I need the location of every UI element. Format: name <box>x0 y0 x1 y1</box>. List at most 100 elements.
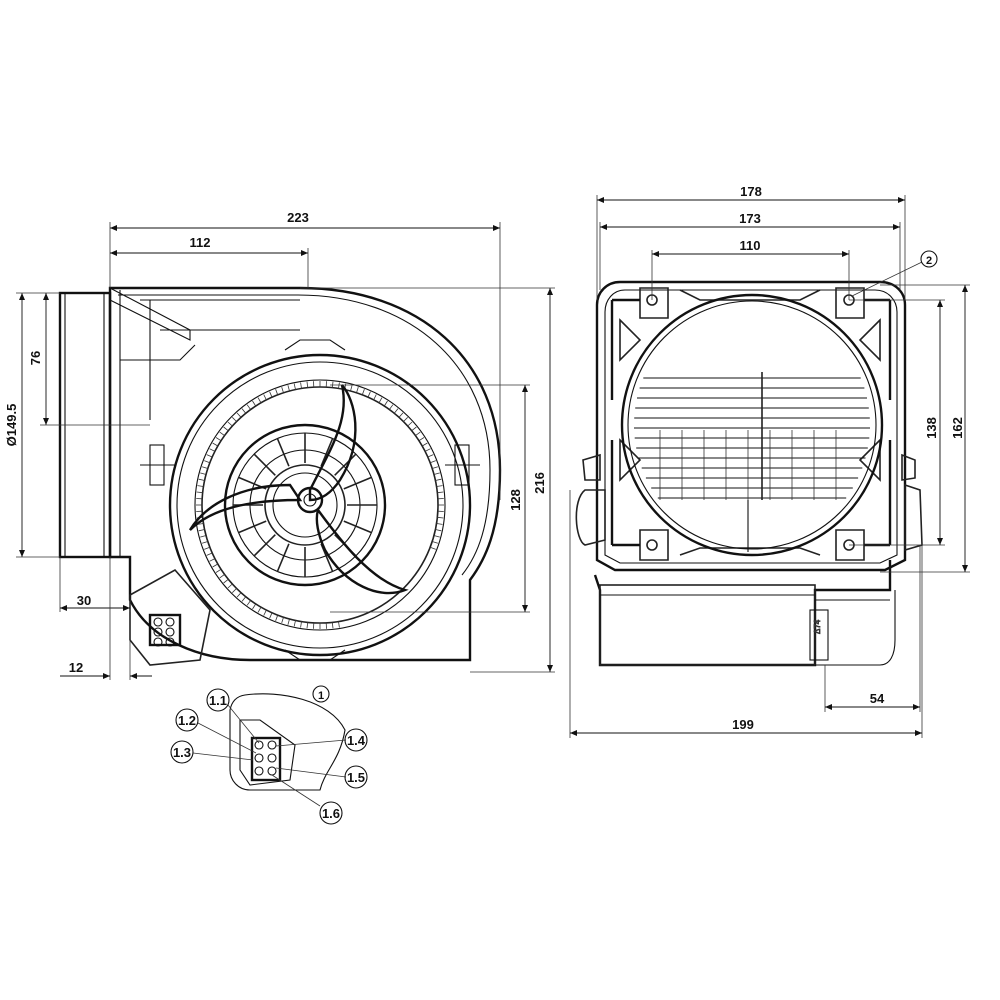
dim-216: 216 <box>532 472 547 494</box>
fan-spoke <box>238 520 267 534</box>
connector-detail: 1.1 1.2 1.3 1.4 1.5 1.6 1 <box>170 685 368 825</box>
tick-mark <box>227 421 233 427</box>
tick-mark <box>257 607 262 613</box>
dim-12: 12 <box>69 660 83 675</box>
tick-mark <box>206 552 213 556</box>
tick-mark <box>269 391 273 398</box>
tick-mark <box>209 558 216 562</box>
fan-spoke <box>276 438 290 467</box>
tick-mark <box>433 472 440 475</box>
tick-mark <box>437 516 444 519</box>
svg-text:Δ74: Δ74 <box>813 619 822 634</box>
tick-mark <box>196 491 203 494</box>
dim-178: 178 <box>740 184 762 199</box>
dim-54: 54 <box>870 691 885 706</box>
tick-mark <box>204 546 210 550</box>
tick-mark <box>350 385 353 392</box>
callout-1-3: 1.3 <box>173 745 191 760</box>
callout-1: 1 <box>318 690 324 702</box>
callout-1-2-bubble <box>175 708 199 732</box>
tick-mark <box>361 389 365 395</box>
tick-mark <box>436 485 443 487</box>
dim-199: 199 <box>732 717 754 732</box>
tick-mark <box>436 523 443 525</box>
tick-mark <box>275 615 279 621</box>
dim-76: 76 <box>28 351 43 365</box>
tick-mark <box>373 394 377 401</box>
dim-128: 128 <box>508 489 523 511</box>
dim-diameter: Ø149.5 <box>4 404 19 447</box>
tick-mark <box>252 603 257 610</box>
callout-1-1-bubble <box>206 688 230 712</box>
callout-2-bubble <box>920 250 938 268</box>
tick-mark <box>227 583 233 589</box>
tick-mark <box>206 454 213 458</box>
callout-1-1: 1.1 <box>209 693 227 708</box>
fan-spoke <box>334 453 357 476</box>
tick-mark <box>263 609 267 616</box>
tick-mark <box>435 529 442 532</box>
callout-1-2: 1.2 <box>178 713 196 728</box>
tick-mark <box>422 442 428 447</box>
tick-mark <box>432 541 439 544</box>
tick-mark <box>200 535 207 538</box>
callout-1-6: 1.6 <box>322 806 340 821</box>
tick-mark <box>411 426 417 432</box>
tick-mark <box>198 529 205 532</box>
tick-mark <box>331 622 334 629</box>
callout-1-3-bubble <box>170 740 194 764</box>
tick-mark <box>223 578 229 584</box>
dim-223: 223 <box>287 210 309 225</box>
tick-mark <box>232 588 237 593</box>
tick-mark <box>306 622 309 629</box>
tick-mark <box>293 620 296 627</box>
tick-mark <box>281 386 284 393</box>
tick-mark <box>435 478 442 481</box>
tick-mark <box>212 442 218 447</box>
dim-162: 162 <box>950 417 965 439</box>
tick-mark <box>209 448 216 452</box>
tick-ring <box>196 381 444 629</box>
fan-spoke <box>343 476 372 490</box>
callout-1-bubble <box>312 685 330 703</box>
dim-30: 30 <box>77 593 91 608</box>
tick-mark <box>241 596 247 602</box>
tick-mark <box>427 454 434 458</box>
tick-mark <box>275 389 279 395</box>
tick-mark <box>356 386 359 393</box>
fan-spoke <box>320 438 334 467</box>
tick-mark <box>269 612 273 619</box>
dim-138: 138 <box>924 417 939 439</box>
tick-mark <box>201 466 208 469</box>
tick-mark <box>433 535 440 538</box>
tick-mark <box>389 404 394 410</box>
tick-mark <box>367 391 371 398</box>
tick-mark <box>300 621 302 628</box>
callout-1-5: 1.5 <box>347 770 365 785</box>
fan-spoke <box>253 534 276 557</box>
tick-mark <box>263 394 267 401</box>
dim-112: 112 <box>190 235 211 250</box>
dim-110: 110 <box>740 238 761 253</box>
tick-mark <box>383 400 388 407</box>
tick-mark <box>430 546 436 550</box>
tick-mark <box>393 408 399 414</box>
callout-2: 2 <box>926 255 932 267</box>
tick-mark <box>424 448 431 452</box>
tick-mark <box>281 617 284 624</box>
tick-mark <box>236 412 242 418</box>
tick-mark <box>200 472 207 475</box>
callout-1-4: 1.4 <box>347 733 366 748</box>
tick-mark <box>430 460 436 464</box>
callout-1-4-bubble <box>344 728 368 752</box>
tick-mark <box>241 408 247 414</box>
tick-mark <box>287 385 290 392</box>
tick-mark <box>252 400 257 407</box>
fan-spoke <box>276 543 290 572</box>
dim-173: 173 <box>739 211 761 226</box>
tick-mark <box>223 426 229 432</box>
front-view: Δ74 178 173 110 138 162 54 <box>569 184 970 738</box>
tick-mark <box>300 382 302 389</box>
tick-mark <box>198 478 205 481</box>
